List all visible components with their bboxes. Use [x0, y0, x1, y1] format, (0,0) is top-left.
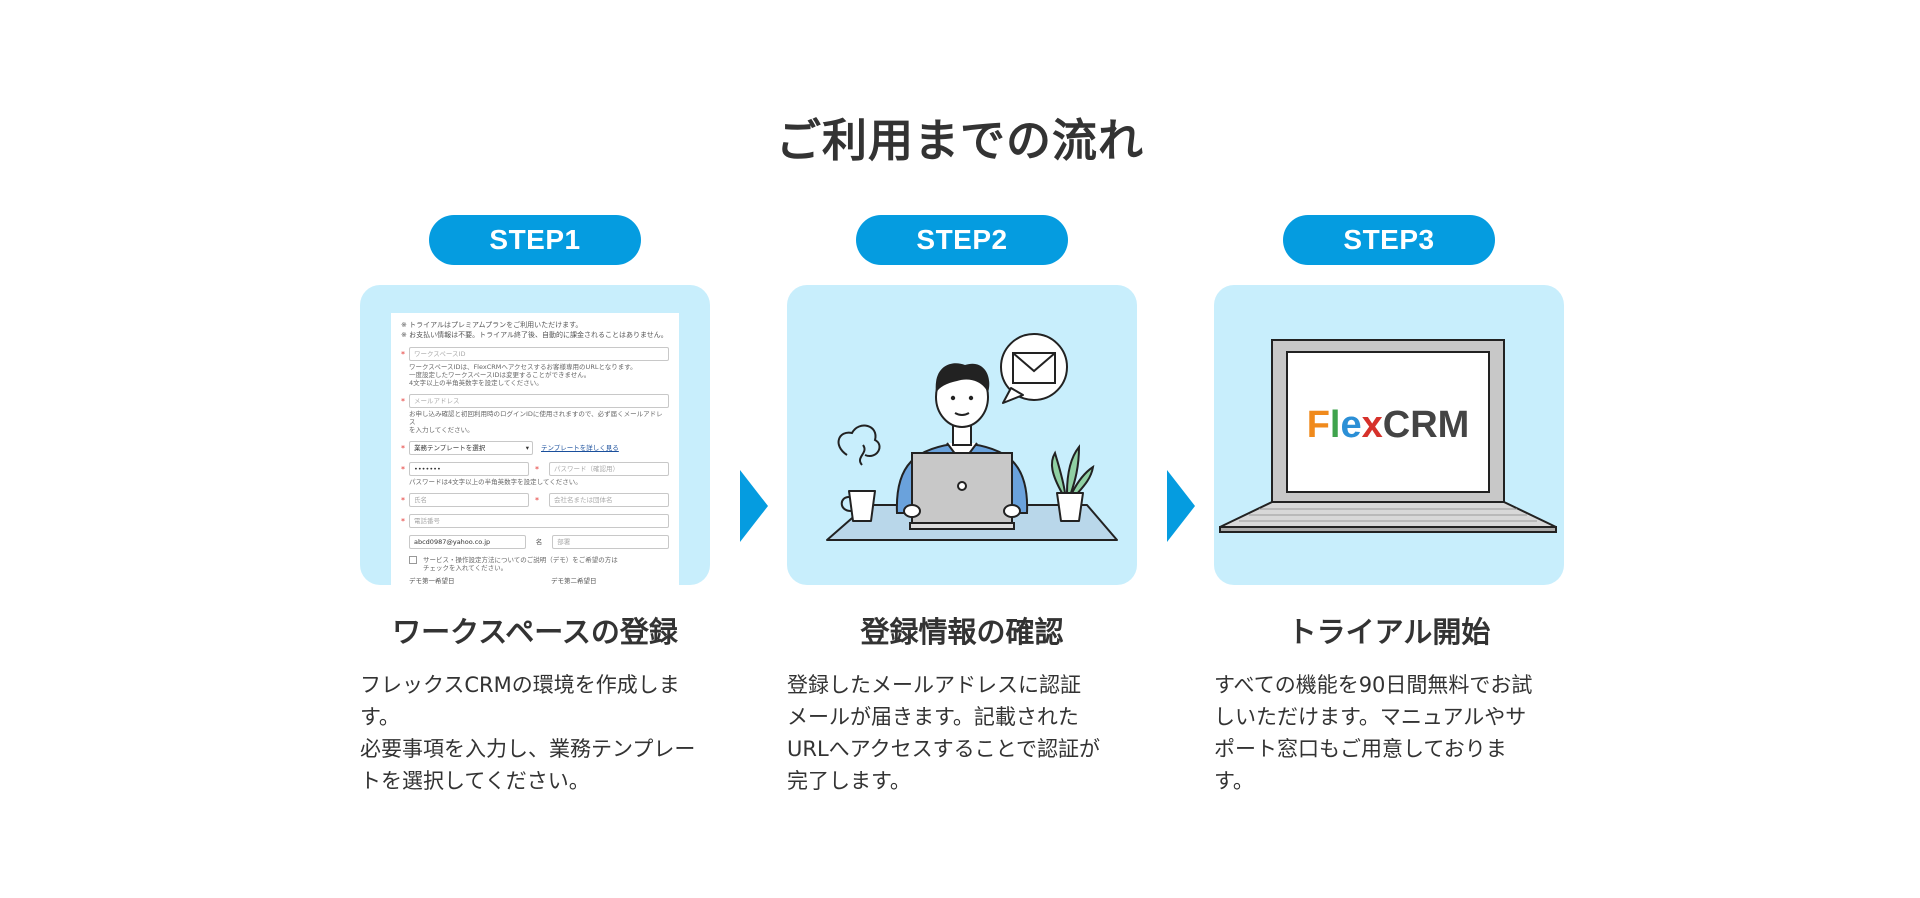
logo-letter-e: e [1340, 404, 1361, 446]
form-note-1: ※ トライアルはプレミアムプランをご利用いただけます。 [401, 321, 583, 329]
phone-input: 電話番号 [409, 514, 669, 528]
password-input: ••••••• [409, 462, 529, 476]
demo-first-label: デモ第一希望日 [409, 577, 455, 585]
step-3: STEP3 FlexCRM トライアル開始 すべての [1214, 215, 1564, 797]
section-title: ご利用までの流れ [775, 114, 1144, 167]
person-laptop-email-icon [826, 333, 1118, 541]
step-1: STEP1 ※ トライアルはプレミアムプランをご利用いただけます。 ※ お支払い… [360, 215, 710, 797]
email-help: お申し込み確認と初回利用時のログインIDに使用されますので、必ず届くメールアドレ… [409, 410, 663, 434]
step-2: STEP2 [787, 215, 1137, 797]
logo-crm: CRM [1383, 404, 1470, 446]
required-mark: * [401, 443, 405, 453]
name-suffix-label: 名 [535, 537, 543, 546]
step-1-badge: STEP1 [429, 215, 641, 265]
form-note-2: ※ お支払い情報は不要。トライアル終了後、自動的に課金されることはありません。 [401, 331, 668, 339]
arrow-right-icon [1167, 470, 1195, 542]
template-detail-link: テンプレートを詳しく見る [541, 443, 619, 452]
demo-label: サービス・操作設定方法についてのご説明（デモ）をご希望の方は チェックを入れてく… [423, 556, 618, 572]
step-2-card [787, 285, 1137, 585]
password-help: パスワードは4文字以上の半角英数字を設定してください。 [409, 478, 582, 486]
required-mark: * [401, 495, 405, 505]
demo-second-label: デモ第二希望日 [551, 577, 597, 585]
required-mark: * [401, 349, 405, 359]
step-3-title: トライアル開始 [1287, 615, 1491, 649]
step-2-title: 登録情報の確認 [860, 615, 1064, 649]
workspace-help: ワークスペースIDは、FlexCRMへアクセスするお客様専用のURLとなります。… [409, 363, 637, 387]
registration-form-screenshot: ※ トライアルはプレミアムプランをご利用いただけます。 ※ お支払い情報は不要。… [391, 313, 679, 585]
company-input: 会社名または団体名 [549, 493, 669, 507]
dept-input: 部署 [552, 535, 669, 549]
chevron-down-icon: ▾ [525, 444, 529, 452]
step-3-card: FlexCRM [1214, 285, 1564, 585]
required-mark: * [401, 396, 405, 406]
laptop-flexcrm-logo: FlexCRM [1219, 339, 1557, 533]
step-2-badge: STEP2 [856, 215, 1068, 265]
password-confirm-input: パスワード（確認用） [549, 462, 669, 476]
required-mark: * [401, 516, 405, 526]
step-1-title: ワークスペースの登録 [392, 615, 678, 649]
step-1-description: フレックスCRMの環境を作成します。 必要事項を入力し、業務テンプレー トを選択… [360, 673, 696, 793]
arrow-right-icon [740, 470, 768, 542]
email-input: メールアドレス [409, 394, 669, 408]
email-value-input: abcd0987@yahoo.co.jp [409, 535, 526, 549]
step-3-badge: STEP3 [1283, 215, 1495, 265]
step-1-card: ※ トライアルはプレミアムプランをご利用いただけます。 ※ お支払い情報は不要。… [360, 285, 710, 585]
template-select: 業務テンプレートを選択 ▾ [409, 441, 533, 455]
step-3-description: すべての機能を90日間無料でお試 しいただけます。マニュアルやサ ポート窓口もご… [1214, 673, 1533, 793]
required-mark: * [535, 464, 539, 474]
name-input: 氏名 [409, 493, 529, 507]
email-bubble-icon [1000, 333, 1068, 404]
template-select-value: 業務テンプレートを選択 [414, 444, 486, 452]
demo-checkbox [409, 556, 417, 564]
logo-letter-f: F [1307, 404, 1330, 446]
required-mark: * [535, 495, 539, 505]
logo-letter-l: l [1330, 404, 1341, 446]
required-mark: * [401, 464, 405, 474]
flexcrm-logo: FlexCRM [1307, 404, 1470, 446]
logo-letter-x: x [1362, 404, 1383, 446]
workspace-id-input: ワークスペースID [409, 347, 669, 361]
step-2-description: 登録したメールアドレスに認証 メールが届きます。記載された URLへアクセスする… [787, 673, 1100, 793]
